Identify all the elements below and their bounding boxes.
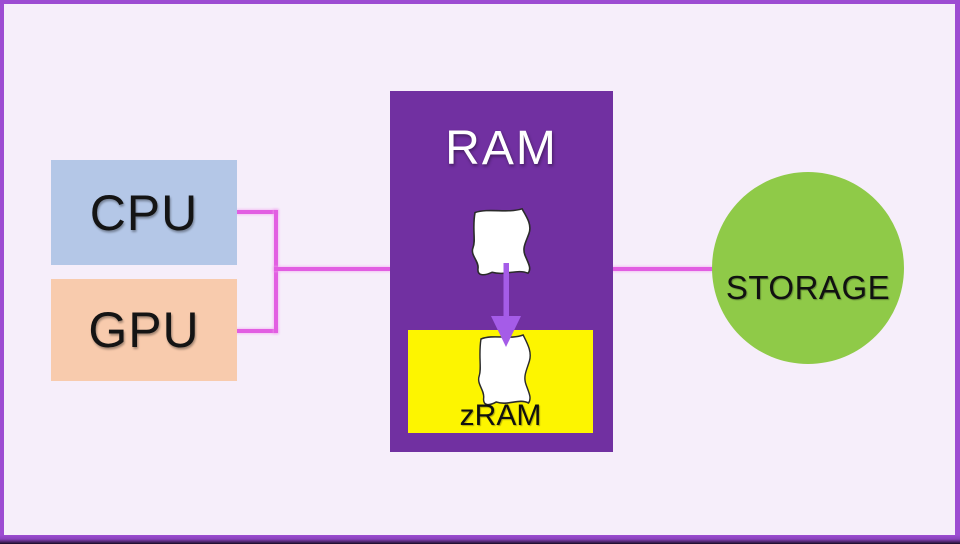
compressed-page-icon: [477, 334, 531, 406]
node-storage: STORAGE: [712, 172, 904, 364]
memory-page-icon: [471, 207, 531, 276]
connector-junction-to-ram: [274, 267, 390, 271]
connector-junction-vertical: [274, 210, 278, 333]
storage-label: STORAGE: [725, 268, 891, 306]
zram-label: zRAM: [459, 399, 542, 432]
node-gpu: GPU: [51, 279, 237, 381]
connector-gpu-to-junction: [237, 329, 277, 333]
node-zram: zRAM: [408, 330, 593, 433]
node-ram: RAM zRAM: [390, 91, 613, 452]
gpu-label: GPU: [88, 302, 200, 358]
connector-ram-to-storage: [613, 267, 713, 271]
cpu-label: CPU: [89, 184, 199, 241]
node-cpu: CPU: [51, 160, 237, 265]
canvas-border-bottom-edge: [0, 535, 960, 544]
connector-cpu-to-junction: [237, 210, 277, 214]
compress-arrow-icon: [491, 263, 521, 347]
ram-label: RAM: [445, 122, 558, 175]
